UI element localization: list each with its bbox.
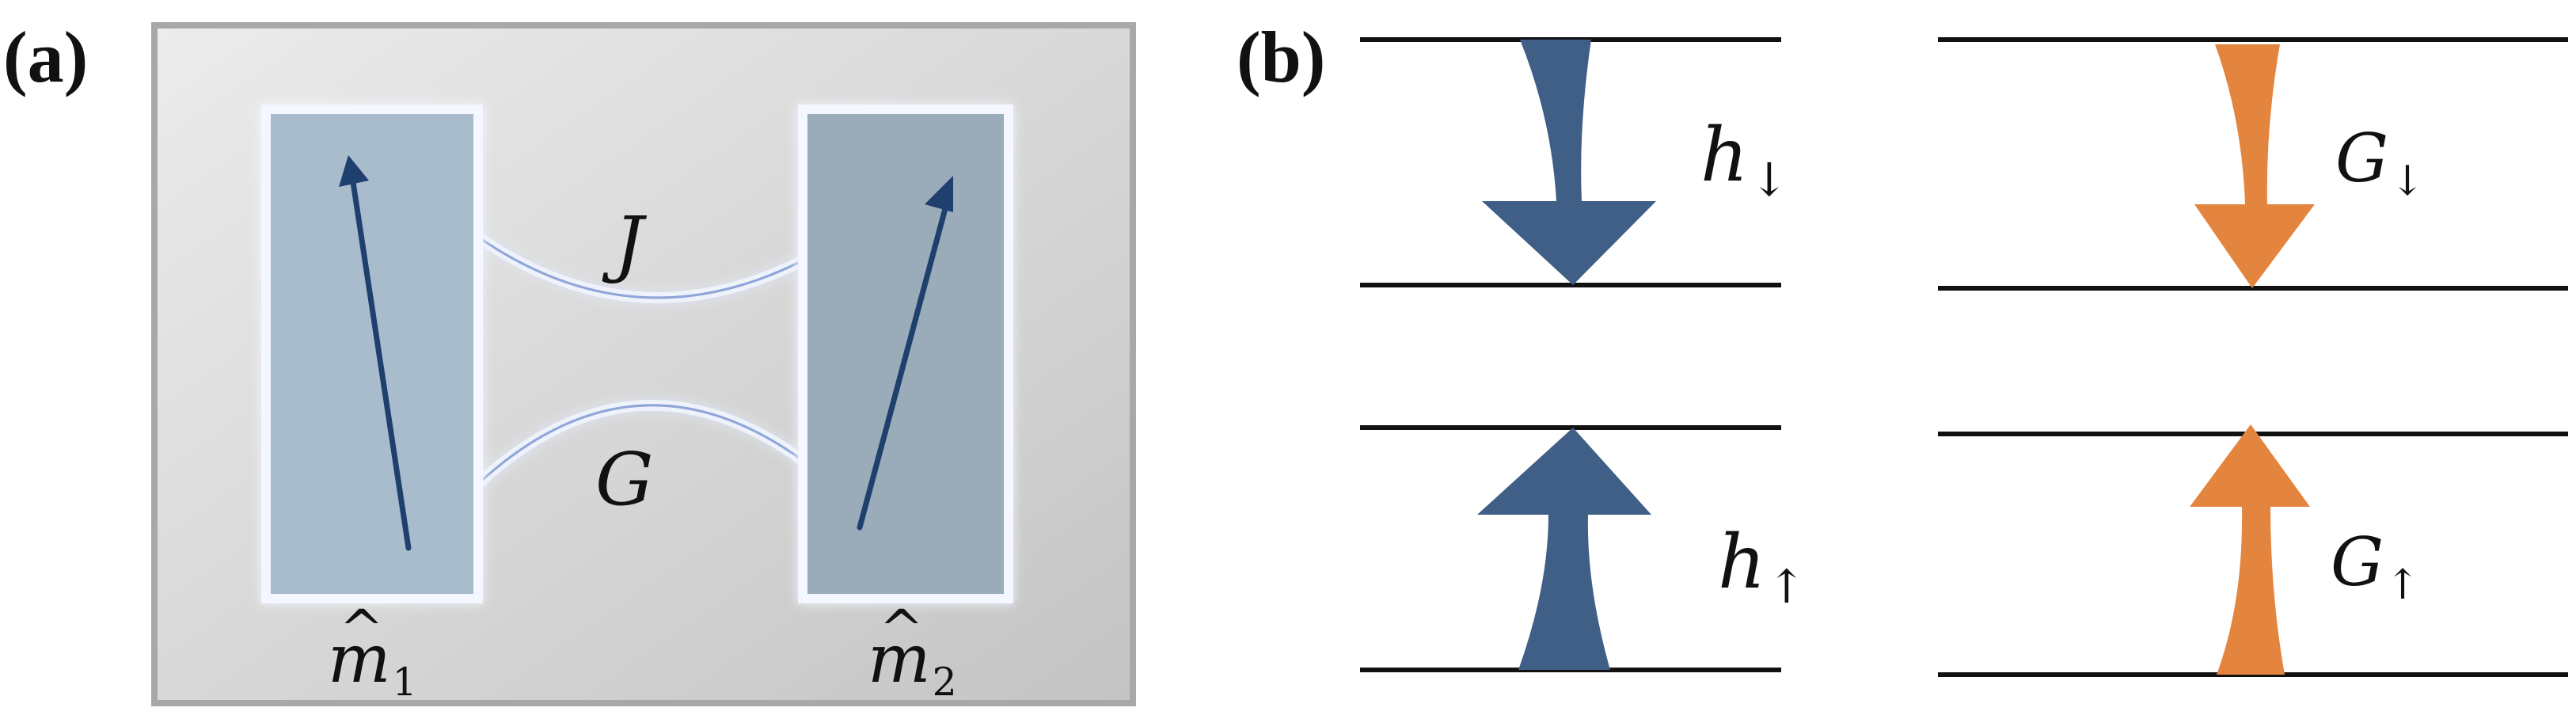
g-down-symbol: G [2335, 120, 2389, 197]
magnet-2-hat: ^ [879, 598, 924, 660]
panel-label-a: (a) [3, 17, 89, 97]
g-down-label: G↓ [2335, 125, 2425, 202]
magnet-2-symbol: m [868, 620, 931, 698]
spin-arrow-2-head [925, 176, 953, 212]
spin-arrow-1-head [339, 155, 369, 187]
magnet-2-subscript: 2 [932, 660, 957, 706]
panel-label-b: (b) [1237, 17, 1326, 97]
g-down-arrow-glyph: ↓ [2390, 157, 2425, 205]
coupling-label-j: J [614, 207, 644, 280]
coupling-j-symbol: J [614, 201, 644, 286]
g-up-symbol: G [2331, 523, 2384, 601]
coupling-label-g: G [595, 443, 654, 516]
g-up-arrow-glyph: ↑ [2385, 561, 2420, 609]
magnet-1-symbol: m [328, 620, 391, 698]
h-up-symbol: h [1718, 519, 1766, 606]
h-down-label: h↓ [1700, 119, 1788, 203]
panel-b [1360, 37, 2568, 677]
magnet-1-subscript: 1 [392, 660, 417, 706]
magnet-1-block [261, 105, 483, 603]
coupling-g-symbol: G [595, 437, 654, 522]
magnet-2-label: m^2 [868, 603, 957, 702]
spin-arrow-2 [857, 176, 953, 531]
panel-a [151, 22, 1136, 706]
energy-levels [1360, 37, 2568, 677]
magnet-1-hat: ^ [339, 598, 384, 660]
h-down-symbol: h [1700, 112, 1749, 199]
h-up-label: h↑ [1718, 526, 1806, 610]
magnet-1-label: m^1 [328, 603, 417, 702]
h-up-arrow [1477, 428, 1651, 670]
h-up-arrow-glyph: ↑ [1767, 559, 1807, 614]
h-down-arrow-glyph: ↓ [1750, 152, 1789, 207]
coupling-bridges [475, 233, 805, 488]
g-up-arrow [2190, 424, 2310, 675]
g-up-label: G↑ [2331, 529, 2420, 606]
h-down-arrow [1482, 40, 1656, 285]
g-down-arrow [2194, 44, 2315, 288]
spin-arrow-1 [339, 155, 412, 551]
